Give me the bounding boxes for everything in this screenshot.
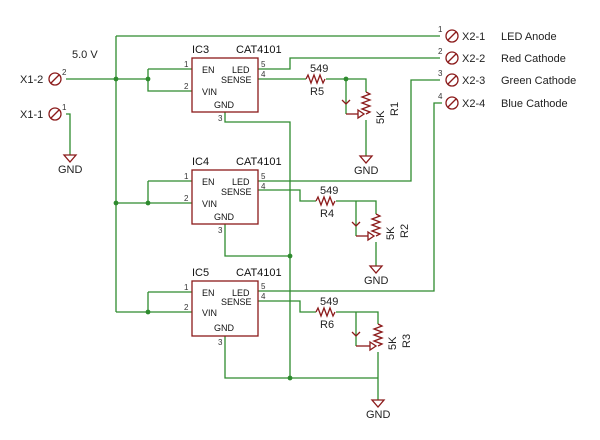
pin-number: 3 xyxy=(218,338,223,347)
junction-dot xyxy=(343,76,349,82)
pin-sense: SENSE xyxy=(221,297,252,307)
pin-number: 5 xyxy=(261,172,266,181)
ic5-cat4101: IC5 CAT4101 EN VIN LED SENSE GND 1 2 5 4… xyxy=(184,267,282,347)
connector-label: X2-3 xyxy=(462,75,485,87)
pin-number: 4 xyxy=(261,292,266,301)
ic-ref: IC3 xyxy=(192,44,209,56)
gnd-symbol: GND xyxy=(354,155,379,177)
resistor-value: 549 xyxy=(320,296,338,308)
pin-sense: SENSE xyxy=(221,75,252,85)
connector-x2-3: 3 X2-3 Green Cathode xyxy=(438,69,576,87)
ic-part: CAT4101 xyxy=(236,267,282,279)
connector-label: X1-1 xyxy=(20,109,43,121)
resistor-ref: R6 xyxy=(320,319,334,331)
gnd-symbol: GND xyxy=(58,154,83,176)
pin-number: 1 xyxy=(184,60,189,69)
pin-number: 2 xyxy=(438,47,443,56)
pin-vin: VIN xyxy=(202,199,217,209)
resistor-value: 549 xyxy=(320,185,338,197)
pin-number: 2 xyxy=(184,303,189,312)
signal-label: Blue Cathode xyxy=(501,98,568,110)
pot-value: 5K xyxy=(385,226,397,240)
ic4-cat4101: IC4 CAT4101 EN VIN LED SENSE GND 1 2 5 4… xyxy=(184,156,282,235)
signal-label: Red Cathode xyxy=(501,53,566,65)
pin-number: 5 xyxy=(261,282,266,291)
potentiometer-r1: 5K R1 xyxy=(341,91,401,124)
pin-number: 2 xyxy=(62,68,67,77)
junction-dot xyxy=(287,253,293,259)
supply-label: 5.0 V xyxy=(72,49,98,61)
ic-part: CAT4101 xyxy=(236,44,282,56)
pin-number: 2 xyxy=(184,82,189,91)
pin-number: 2 xyxy=(184,194,189,203)
pin-vin: VIN xyxy=(202,87,217,97)
ic-ref: IC4 xyxy=(192,156,209,168)
pin-number: 5 xyxy=(261,60,266,69)
gnd-label: GND xyxy=(354,165,379,177)
pot-ref: R1 xyxy=(389,102,401,116)
junction-dot xyxy=(113,200,119,206)
pin-number: 1 xyxy=(438,25,443,34)
connector-label: X2-2 xyxy=(462,53,485,65)
resistor-r6: 549 R6 xyxy=(315,296,338,331)
potentiometer-r2: 5K R2 xyxy=(351,213,411,242)
pin-number: 3 xyxy=(218,226,223,235)
ic3-cat4101: IC3 CAT4101 EN VIN LED SENSE GND 1 2 5 4… xyxy=(184,44,282,123)
pin-number: 4 xyxy=(261,70,266,79)
resistor-ref: R4 xyxy=(320,208,334,220)
pin-en: EN xyxy=(202,65,215,75)
connector-label: X2-4 xyxy=(462,98,485,110)
connector-x2-2: 2 X2-2 Red Cathode xyxy=(438,47,566,65)
pin-gnd: GND xyxy=(214,323,235,333)
pot-value: 5K xyxy=(375,110,387,124)
gnd-symbol: GND xyxy=(366,399,391,421)
pin-led: LED xyxy=(232,177,250,187)
ic-ref: IC5 xyxy=(192,267,209,279)
pin-vin: VIN xyxy=(202,308,217,318)
pin-gnd: GND xyxy=(214,100,235,110)
pot-ref: R2 xyxy=(399,224,411,238)
pin-number: 1 xyxy=(184,172,189,181)
pot-ref: R3 xyxy=(401,334,413,348)
pot-value: 5K xyxy=(387,336,399,350)
pin-en: EN xyxy=(202,177,215,187)
pin-sense: SENSE xyxy=(221,187,252,197)
junction-dot xyxy=(287,375,293,381)
pin-led: LED xyxy=(232,288,250,298)
gnd-label: GND xyxy=(58,164,83,176)
pin-number: 3 xyxy=(218,114,223,123)
connector-x1-1: 1 X1-1 xyxy=(20,103,67,121)
junction-dot xyxy=(113,76,119,82)
gnd-label: GND xyxy=(364,275,389,287)
wires xyxy=(66,35,442,400)
resistor-r5: 549 R5 xyxy=(305,63,328,98)
resistor-r4: 549 R4 xyxy=(315,185,338,220)
pin-number: 3 xyxy=(438,69,443,78)
gnd-symbol: GND xyxy=(364,265,389,287)
connector-x1-2: 2 X1-2 xyxy=(20,68,67,86)
pin-number: 4 xyxy=(261,182,266,191)
signal-label: LED Anode xyxy=(501,31,557,43)
pin-led: LED xyxy=(232,65,250,75)
connector-label: X1-2 xyxy=(20,74,43,86)
junction-dot xyxy=(145,200,151,206)
connector-label: X2-1 xyxy=(462,31,485,43)
resistor-ref: R5 xyxy=(310,86,324,98)
connector-x2-1: 1 X2-1 LED Anode xyxy=(438,25,557,43)
junction-dot xyxy=(145,309,151,315)
connector-x2-4: 4 X2-4 Blue Cathode xyxy=(438,92,568,110)
pin-number: 1 xyxy=(184,283,189,292)
junction-dots xyxy=(113,76,349,381)
signal-label: Green Cathode xyxy=(501,75,576,87)
pin-number: 4 xyxy=(438,92,443,101)
gnd-label: GND xyxy=(366,409,391,421)
pin-gnd: GND xyxy=(214,212,235,222)
ic-part: CAT4101 xyxy=(236,156,282,168)
potentiometer-r3: 5K R3 xyxy=(351,323,413,352)
pin-en: EN xyxy=(202,288,215,298)
resistor-value: 549 xyxy=(310,63,328,75)
junction-dot xyxy=(145,76,151,82)
pin-number: 1 xyxy=(62,103,67,112)
